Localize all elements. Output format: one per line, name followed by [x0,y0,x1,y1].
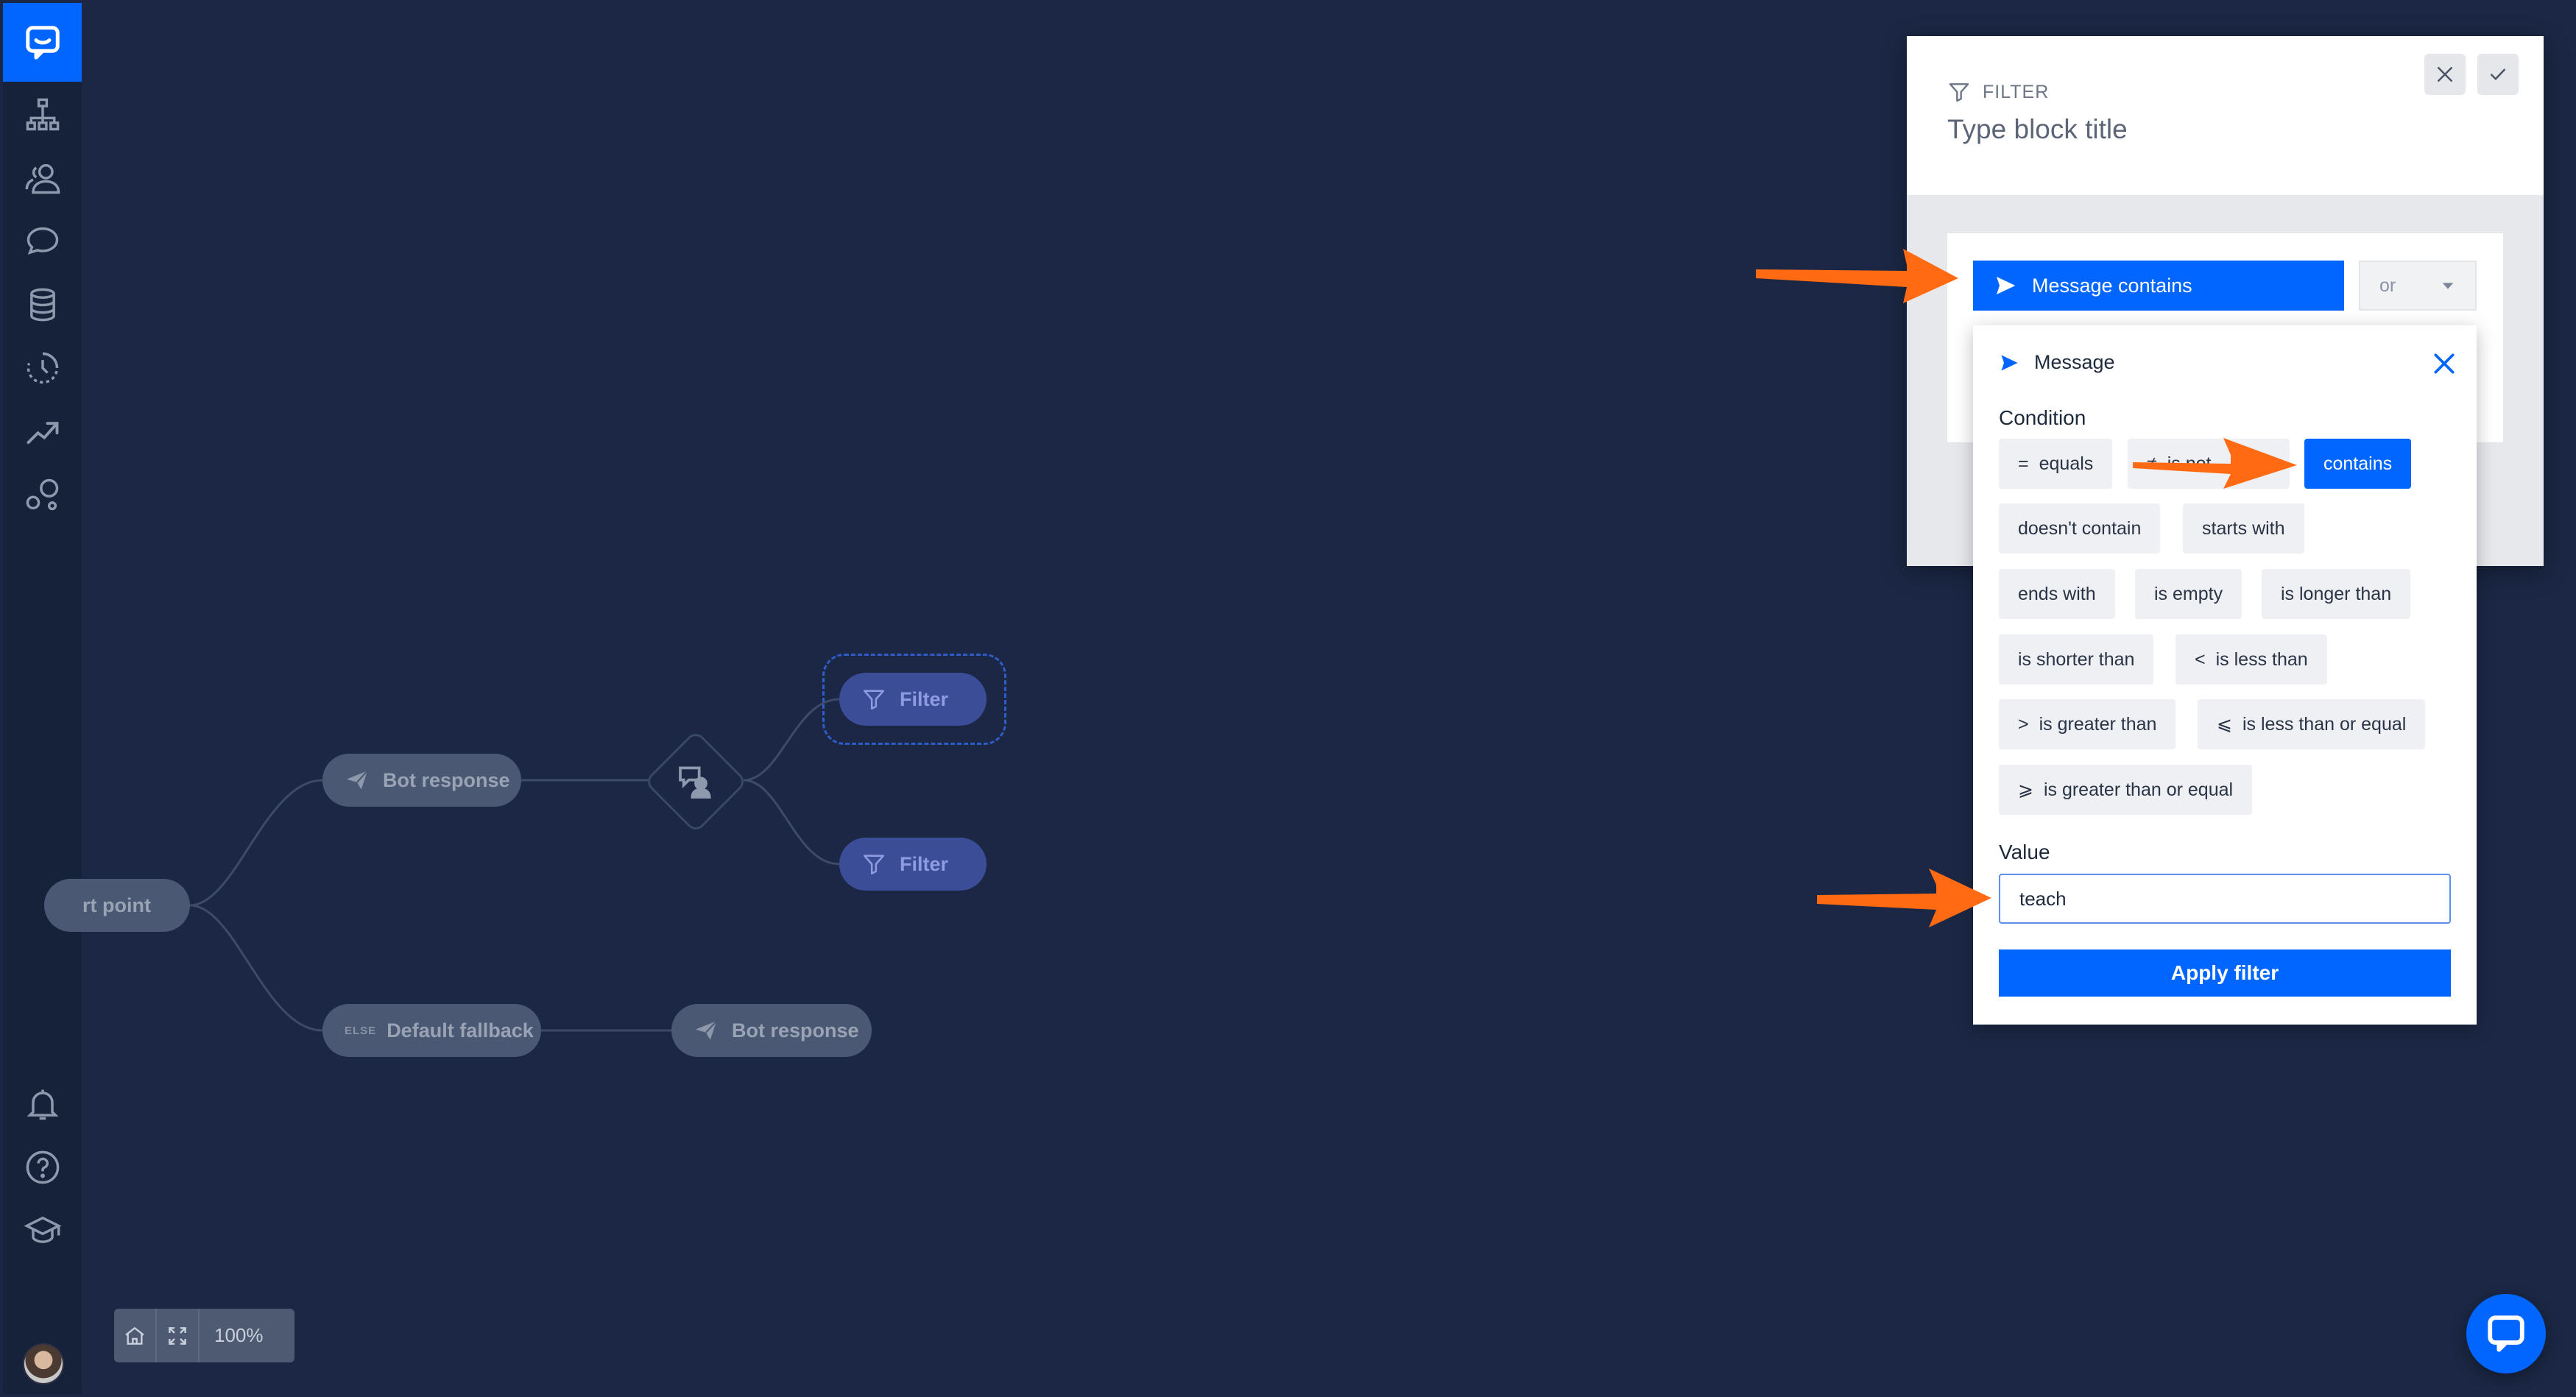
funnel-icon [1949,83,1969,102]
condition-doesnt-contain[interactable]: doesn't contain [1999,503,2161,554]
filter-node-1[interactable]: Filter [839,673,987,726]
condition-popover: Message Condition =equals ≠is not contai… [1973,325,2477,1025]
check-icon [2491,68,2505,81]
send-arrow-icon [2001,355,2018,370]
avatar[interactable] [23,1343,64,1384]
value-input[interactable] [1999,874,2451,924]
users-icon[interactable] [24,159,62,197]
condition-contains[interactable]: contains [2304,439,2412,489]
default-fallback-node[interactable]: ELSE Default fallback [322,1004,541,1057]
condition-is-empty[interactable]: is empty [2135,569,2242,619]
else-tag: ELSE [345,1024,377,1037]
close-icon [2438,67,2452,82]
panel-kind: FILTER [1947,80,2049,104]
apply-filter-button[interactable]: Apply filter [1999,949,2451,997]
condition-equals[interactable]: =equals [1999,439,2113,489]
value-label: Value [1999,841,2050,863]
chat-bubble-icon [25,25,60,60]
bot-response-node[interactable]: Bot response [322,754,521,807]
popover-title-label: Message [2034,351,2115,373]
arrow-to-value-input [1817,869,1991,927]
popover-title: Message [1999,351,2115,374]
home-icon [125,1326,144,1345]
operator-select[interactable]: or [2359,261,2477,311]
confirm-button[interactable] [2477,54,2519,95]
condition-is-longer-than[interactable]: is longer than [2262,569,2411,619]
chat-launcher-button[interactable] [2466,1294,2546,1373]
rule-button-label: Message contains [2032,274,2192,297]
chat-bubble-icon [2488,1315,2524,1352]
condition-is-less-than[interactable]: <is less than [2176,634,2327,685]
send-icon [346,770,368,790]
condition-is-greater-than[interactable]: >is greater than [1999,699,2176,749]
operator-value: or [2379,275,2396,296]
condition-label: Condition [1999,406,2086,429]
funnel-icon [863,855,885,875]
funnel-icon [863,690,885,710]
default-fallback-label: Default fallback [387,1019,534,1041]
filter-label: Filter [900,852,949,875]
history-icon[interactable] [24,349,62,387]
trend-icon[interactable] [24,412,62,450]
filter-node-2[interactable]: Filter [839,838,987,891]
expand-icon [169,1326,186,1345]
panel-header: FILTER Type block title [1907,36,2544,195]
filter-label: Filter [900,687,949,710]
condition-is-greater-than-or-equal[interactable]: ⩾is greater than or equal [1999,765,2253,815]
sidebar [3,3,82,1394]
start-point-node[interactable]: rt point [44,879,190,932]
flow-tree-icon[interactable] [24,96,62,134]
start-point-label: rt point [82,894,151,916]
discard-button[interactable] [2424,54,2466,95]
academy-icon[interactable] [24,1212,62,1250]
send-arrow-icon [1997,277,2016,294]
chat-icon[interactable] [24,222,62,261]
integrations-icon[interactable] [24,475,62,514]
zoom-controls: 100% [114,1309,294,1362]
bell-icon[interactable] [24,1085,62,1123]
block-title-input[interactable]: Type block title [1947,114,2128,144]
home-button[interactable] [114,1309,157,1362]
bot-response-label: Bot response [732,1019,859,1041]
fit-screen-button[interactable] [157,1309,200,1362]
rule-button[interactable]: Message contains [1973,261,2344,311]
zoom-level[interactable]: 100% [214,1324,264,1346]
condition-is-not[interactable]: ≠is not [2128,439,2290,489]
database-icon[interactable] [24,286,62,324]
bot-response-node-2[interactable]: Bot response [671,1004,872,1057]
app-logo[interactable] [3,3,82,82]
condition-is-shorter-than[interactable]: is shorter than [1999,634,2154,685]
panel-kind-label: FILTER [1983,81,2050,102]
chevron-down-icon [2442,283,2454,289]
bot-response-label: Bot response [383,768,510,791]
user-chat-icon [679,766,711,799]
send-icon [695,1020,717,1040]
condition-starts-with[interactable]: starts with [2183,503,2304,554]
condition-is-less-than-or-equal[interactable]: ⩽is less than or equal [2198,699,2426,749]
close-icon[interactable] [2429,349,2459,378]
selected-node-frame [822,654,1006,745]
condition-ends-with[interactable]: ends with [1999,569,2115,619]
help-icon[interactable] [24,1148,62,1186]
